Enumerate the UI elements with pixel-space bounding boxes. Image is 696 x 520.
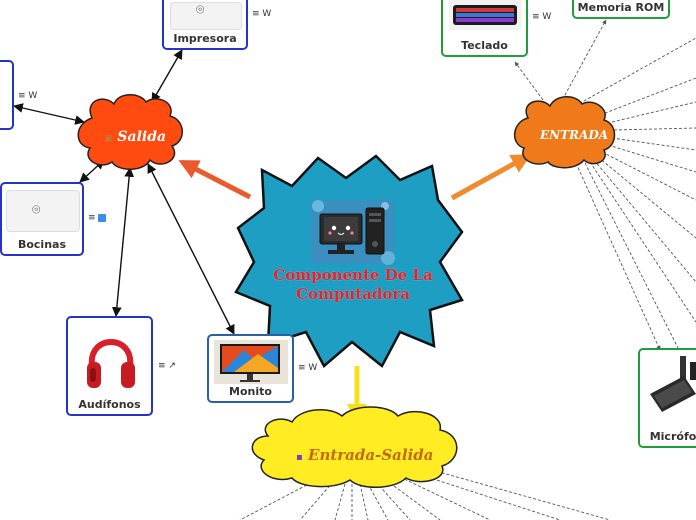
audifonos-notes-tag[interactable]: ≡ ↗ bbox=[158, 361, 176, 371]
teclado-label: Teclado bbox=[461, 39, 508, 52]
monitor-image bbox=[214, 340, 288, 384]
monitor-card[interactable]: Monito bbox=[207, 334, 294, 403]
central-title: Componente De La Computadora bbox=[273, 266, 433, 303]
bocinas-notes-tag[interactable]: ≡ bbox=[88, 213, 107, 223]
microfono-card[interactable]: Micrófo bbox=[638, 348, 696, 448]
monitor-notes-tag[interactable]: ≡ W bbox=[298, 363, 318, 373]
entrada-label[interactable]: ENTRADA bbox=[540, 128, 608, 142]
entrada-label-text: ENTRADA bbox=[540, 128, 609, 142]
teclado-card[interactable]: Teclado bbox=[441, 0, 528, 57]
entrada-salida-label[interactable]: ▪ Entrada-Salida bbox=[296, 446, 434, 464]
memoria-rom-label: Memoria ROM bbox=[577, 1, 665, 14]
salida-label[interactable]: ▣ Salida bbox=[104, 129, 166, 145]
audifonos-label: Audífonos bbox=[78, 398, 141, 411]
entrada-cloud[interactable] bbox=[514, 96, 616, 169]
image-placeholder bbox=[6, 190, 80, 232]
package-icon: ▣ bbox=[104, 134, 113, 144]
bocinas-card[interactable]: ⌾ Bocinas bbox=[0, 182, 84, 256]
salida-cloud[interactable] bbox=[77, 94, 183, 170]
camera-icon: ⌾ bbox=[196, 2, 205, 18]
entrada-salida-cloud[interactable] bbox=[251, 406, 458, 488]
microfono-label: Micrófo bbox=[649, 430, 696, 443]
entrada-salida-label-text: Entrada-Salida bbox=[308, 446, 434, 464]
impresora-card[interactable]: ⌾ Impresora bbox=[162, 0, 248, 50]
floppy-disk-icon: ▪ bbox=[296, 452, 303, 463]
partial-card-notes-tag[interactable]: ≡ W bbox=[18, 91, 38, 101]
keyboard-image bbox=[449, 0, 521, 30]
salida-label-text: Salida bbox=[117, 129, 167, 145]
image-placeholder bbox=[170, 2, 242, 30]
memoria-rom-card[interactable]: Memoria ROM bbox=[572, 0, 670, 19]
teclado-notes-tag[interactable]: ≡ W bbox=[532, 12, 552, 22]
entrada-dashed-connectors bbox=[514, 19, 696, 353]
center-to-salida-connector bbox=[178, 159, 252, 200]
partial-card-left[interactable] bbox=[0, 60, 14, 130]
impresora-label: Impresora bbox=[173, 32, 237, 45]
audifonos-card[interactable]: Audífonos bbox=[66, 316, 153, 416]
monitor-label: Monito bbox=[229, 385, 272, 398]
impresora-notes-tag[interactable]: ≡ W bbox=[252, 9, 272, 19]
microphone-image bbox=[650, 356, 696, 412]
camera-icon: ⌾ bbox=[32, 202, 41, 218]
center-to-entrada-connector bbox=[450, 153, 532, 201]
computer-icon bbox=[311, 200, 395, 265]
translate-icon bbox=[98, 213, 107, 222]
bocinas-label: Bocinas bbox=[17, 238, 67, 251]
headphones-icon bbox=[87, 339, 135, 388]
